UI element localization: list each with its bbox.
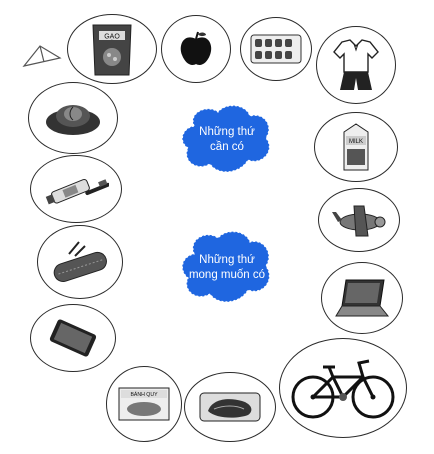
- meat-item[interactable]: [184, 372, 276, 442]
- needs-line1: Những thứ: [199, 126, 255, 138]
- wants-line2: mong muốn có: [188, 269, 266, 281]
- bicycle-item[interactable]: [279, 338, 407, 438]
- cabbage-item[interactable]: [28, 82, 118, 154]
- milk-carton-icon: MILK: [343, 123, 369, 171]
- pencil-case-item[interactable]: [37, 225, 123, 299]
- clothes-item[interactable]: [316, 26, 396, 104]
- needs-label: Những thứ cần có: [178, 102, 276, 178]
- phone-item[interactable]: [30, 304, 116, 372]
- pills-item[interactable]: [240, 17, 312, 81]
- apple-icon: [180, 31, 212, 65]
- wants-line1: Những thứ: [199, 254, 255, 266]
- cloud-shape: [181, 105, 270, 173]
- meat-tray-icon: [199, 392, 261, 422]
- biscuit-pack-icon: BÁNH QUY: [118, 387, 170, 421]
- apple-item[interactable]: [161, 15, 231, 83]
- pill-pack-icon: [250, 34, 302, 64]
- wants-label: Những thứ mong muốn có: [178, 228, 276, 308]
- paper-plane-stub: [22, 40, 62, 75]
- toothpaste-icon: [45, 178, 109, 205]
- needs-cloud: Những thứ cần có: [178, 102, 276, 178]
- phone-icon: [49, 319, 97, 357]
- rice-bag-item[interactable]: GẠO: [67, 14, 157, 84]
- wants-cloud: Những thứ mong muốn có: [178, 228, 276, 308]
- airplane-toy-icon: [332, 205, 386, 237]
- laptop-item[interactable]: [321, 262, 403, 334]
- rice-label: GẠO: [104, 34, 120, 41]
- milk-label: MILK: [349, 139, 363, 145]
- milk-item[interactable]: MILK: [314, 112, 398, 182]
- needs-line2: cần có: [210, 141, 244, 153]
- toy-plane-item[interactable]: [318, 188, 400, 252]
- rice-bag-icon: GẠO: [92, 24, 132, 76]
- biscuit-label: BÁNH QUY: [130, 391, 158, 398]
- shirt-icon: [333, 39, 379, 90]
- cloud-shape: [181, 231, 270, 303]
- bicycle-icon: [291, 359, 395, 419]
- pencil-case-icon: [53, 241, 107, 283]
- biscuit-item[interactable]: BÁNH QUY: [106, 366, 182, 442]
- toothpaste-item[interactable]: [30, 155, 122, 223]
- laptop-icon: [335, 279, 390, 317]
- cabbage-icon: [46, 105, 100, 135]
